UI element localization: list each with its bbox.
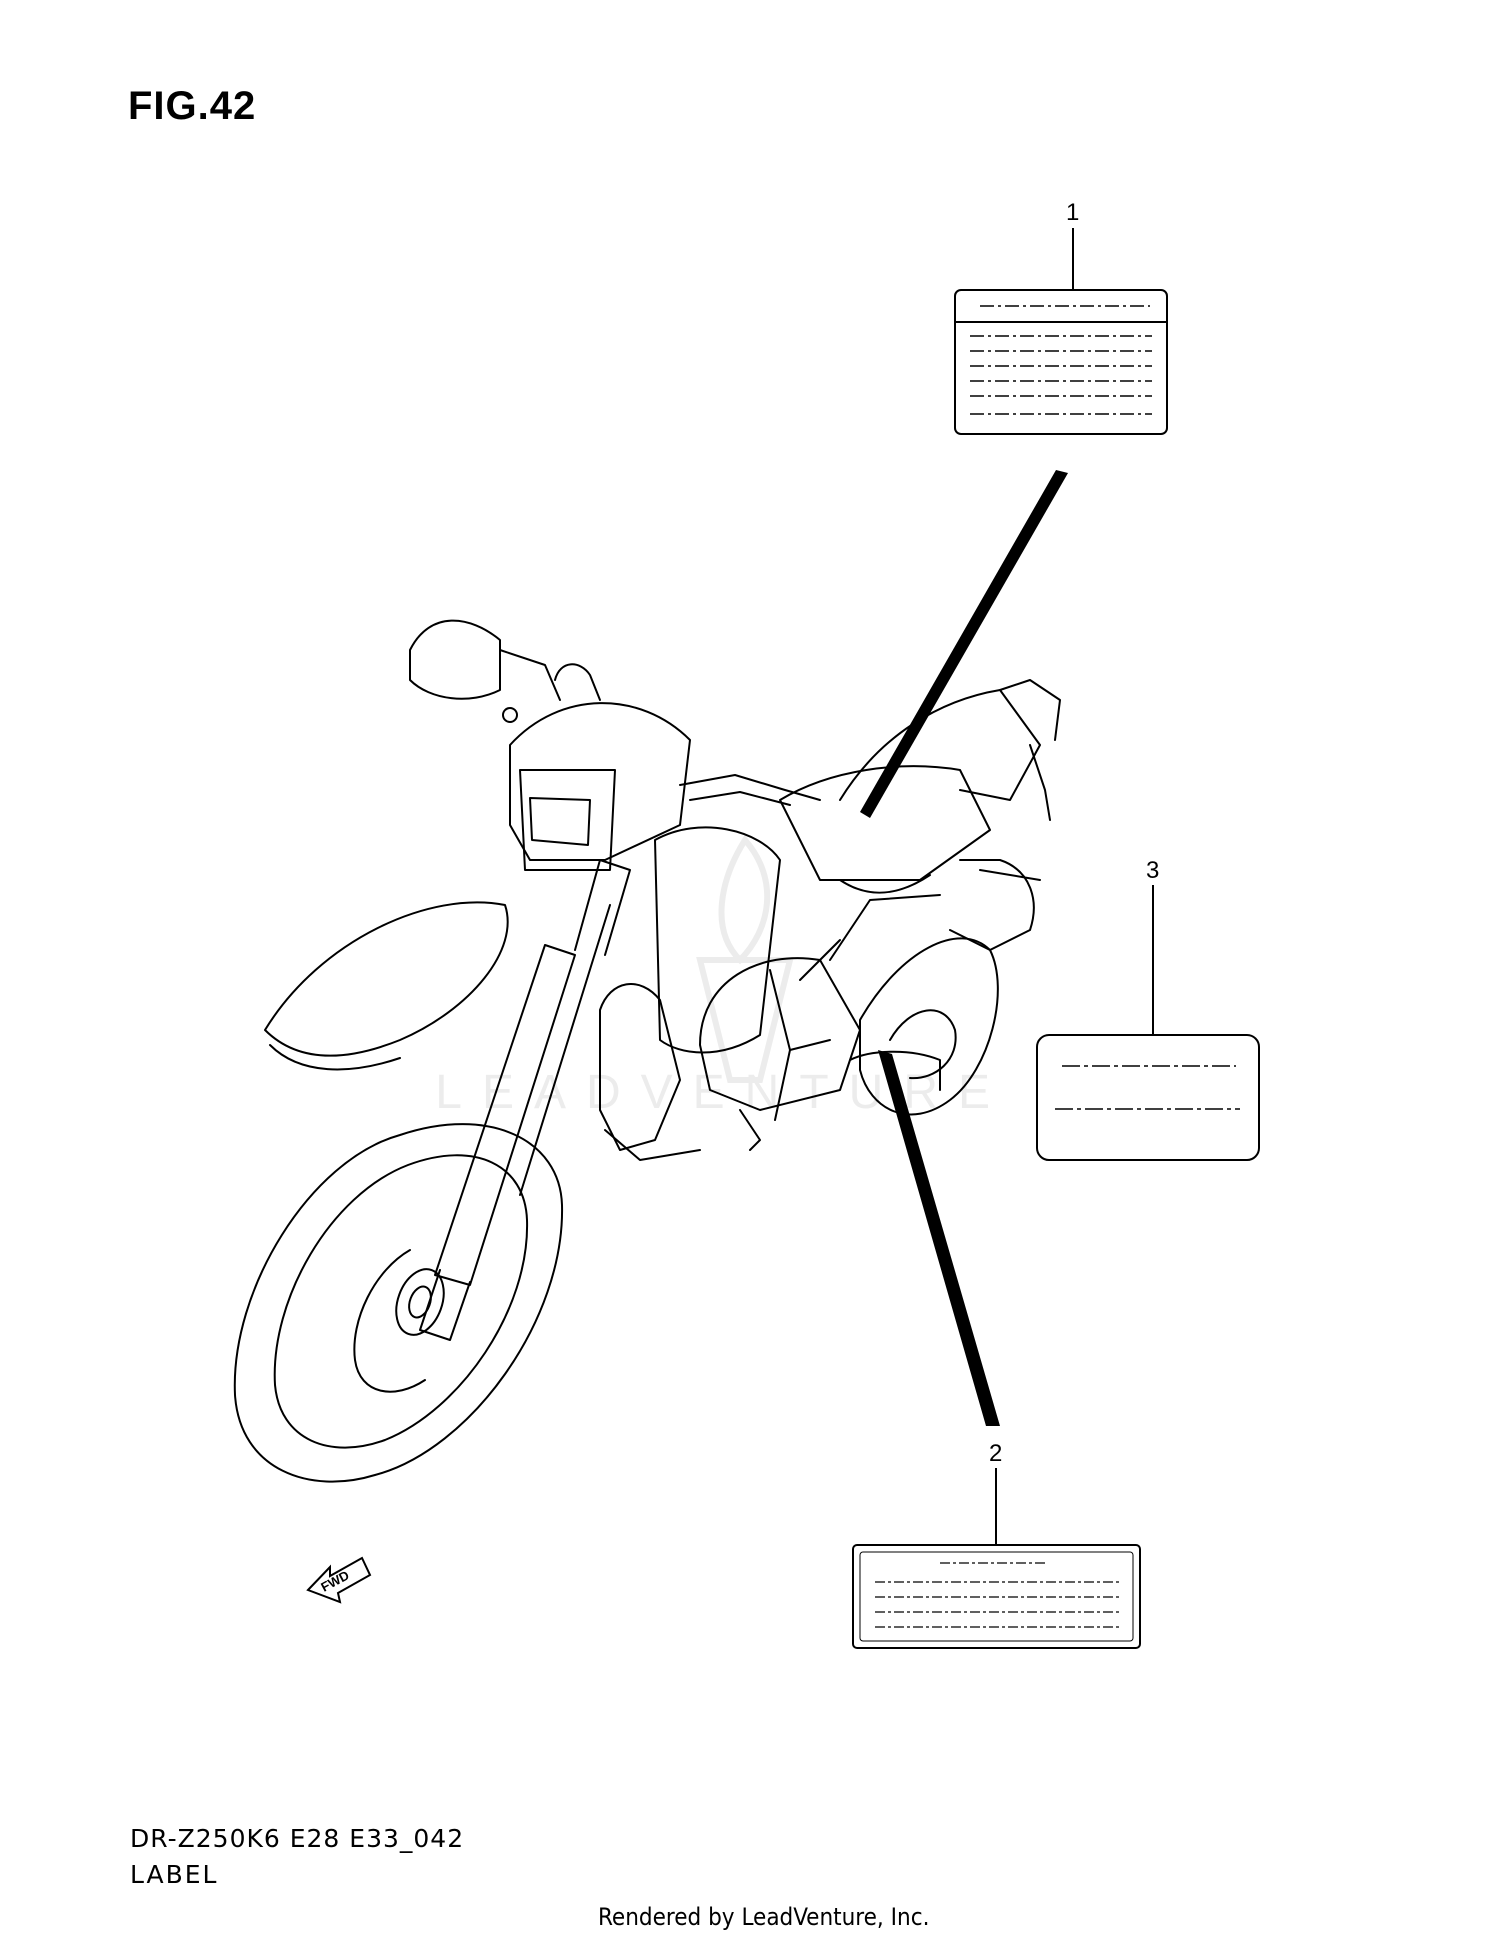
motorcycle-drawing [233,619,1061,1483]
pointer-wedge-1 [860,470,1068,818]
watermark-text: LEADVENTURE [435,1066,1010,1119]
label-1[interactable] [954,289,1168,435]
watermark-logo [696,834,794,1083]
label-3[interactable] [1036,1034,1260,1161]
figure-caption: LABEL [130,1860,219,1889]
forward-arrow-icon: FWD [306,1556,372,1604]
figure-title: FIG.42 [128,84,257,128]
label-2[interactable] [852,1544,1141,1649]
figure-code: DR-Z250K6 E28 E33_042 [130,1824,465,1853]
callout-2[interactable]: 2 [989,1440,1003,1467]
callout-3[interactable]: 3 [1146,857,1160,884]
pointer-wedge-2 [878,1050,1000,1426]
callout-1[interactable]: 1 [1066,199,1080,226]
render-credit: Rendered by LeadVenture, Inc. [598,1903,930,1931]
